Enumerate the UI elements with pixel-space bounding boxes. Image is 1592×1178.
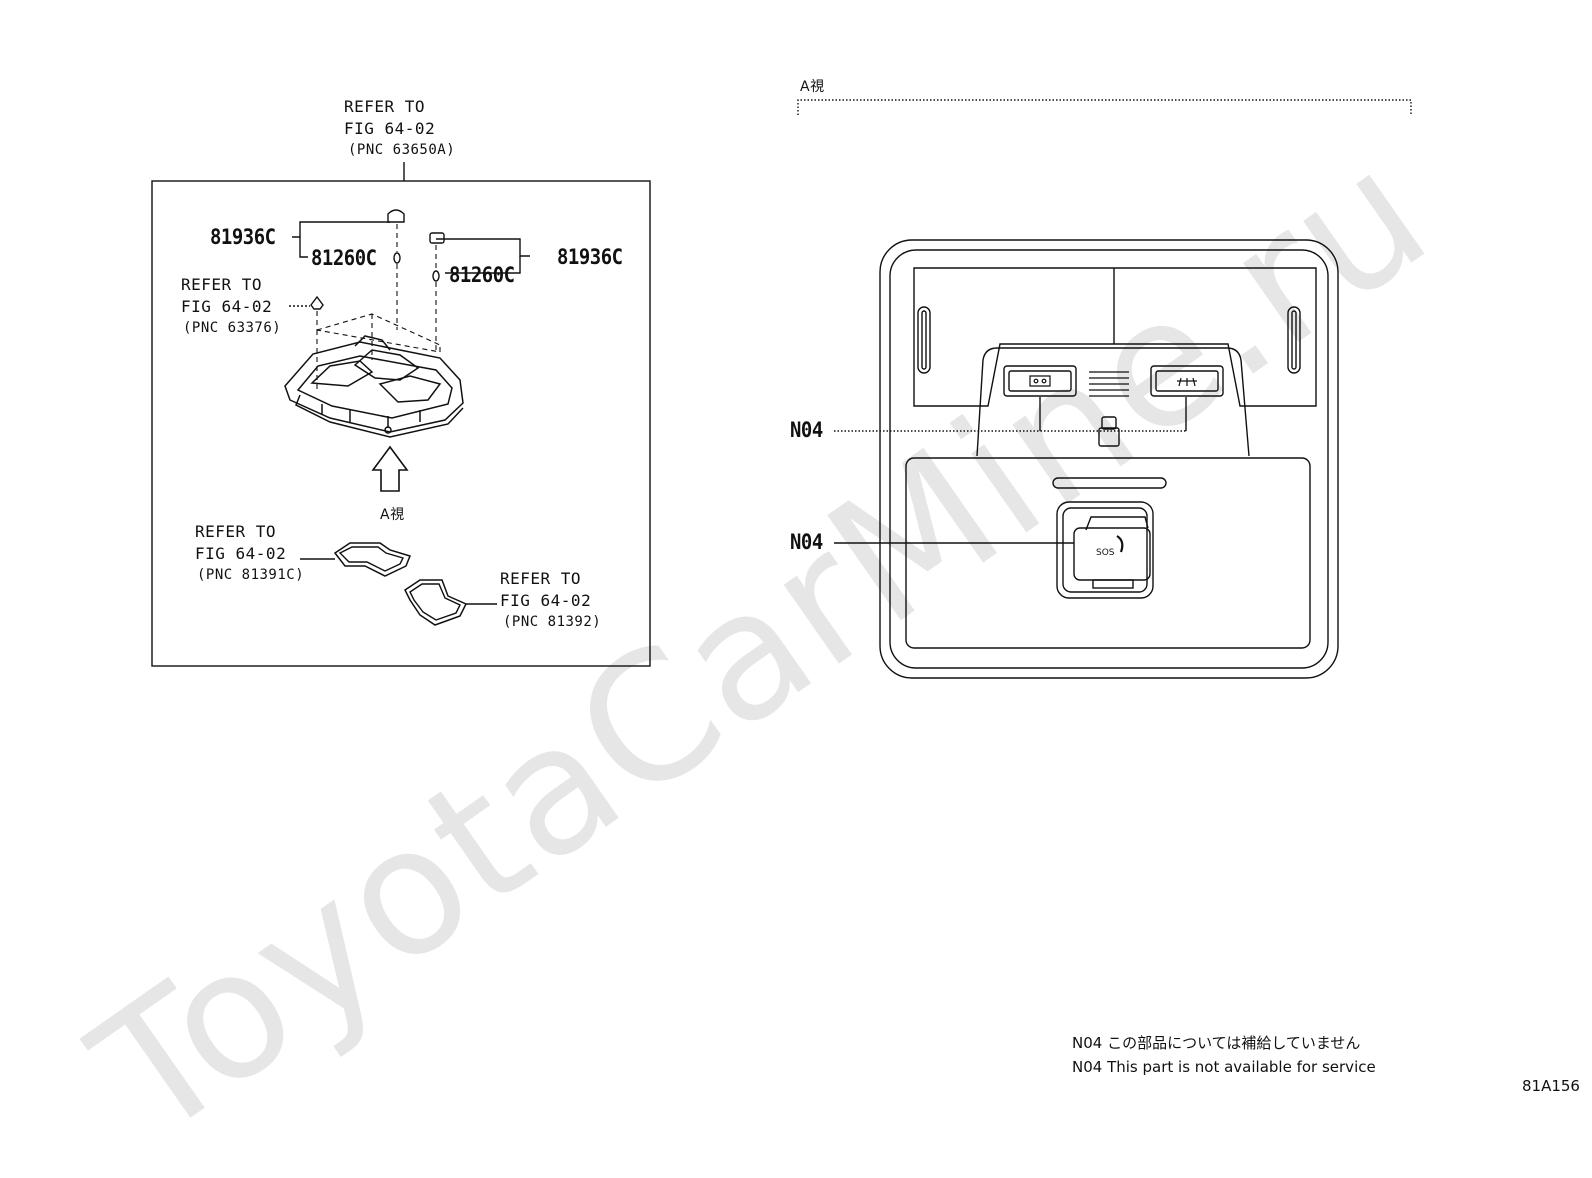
ref-81392-line1: REFER TO <box>500 569 582 588</box>
callout-n04-lower[interactable]: N04 <box>790 530 823 554</box>
ref-63376-line1: REFER TO <box>181 275 263 294</box>
ref-63376-pnc: (PNC 63376) <box>183 320 282 336</box>
switch-icons <box>1029 375 1197 553</box>
mic-grille <box>1089 371 1129 397</box>
part-81260c-left[interactable]: 81260C <box>311 246 377 270</box>
ref-63650a-line1: REFER TO <box>344 97 426 116</box>
gasket-81392 <box>404 579 468 626</box>
left-panel-frame <box>151 180 651 667</box>
ref-81392-pnc: (PNC 81392) <box>503 614 602 630</box>
switch-right <box>1150 365 1224 397</box>
console-outer <box>879 239 1339 679</box>
ref-81392-line2: FIG 64-02 <box>500 591 592 610</box>
lamp-lens <box>905 457 1311 649</box>
ref-81391c-line1: REFER TO <box>195 522 277 541</box>
callout-n04-upper[interactable]: N04 <box>790 418 823 442</box>
switch-left <box>1003 365 1077 397</box>
view-a-title: A視 <box>800 79 825 95</box>
ref-63376-line2: FIG 64-02 <box>181 297 273 316</box>
gasket-81391c <box>333 542 412 577</box>
sos-label: SOS <box>1096 548 1115 558</box>
diagram-lineart <box>151 99 1412 679</box>
dome-lamp-assembly <box>284 335 464 438</box>
ref-63650a-line2: FIG 64-02 <box>344 119 436 138</box>
part-81936c-right[interactable]: 81936C <box>557 245 623 269</box>
part-81260c-right[interactable]: 81260C <box>449 263 515 287</box>
figure-id: 81A156 <box>1522 1077 1580 1095</box>
view-arrow-label: A視 <box>380 507 405 523</box>
ref-81391c-pnc: (PNC 81391C) <box>197 567 305 583</box>
part-81936c-left[interactable]: 81936C <box>210 225 276 249</box>
clip-right <box>429 232 445 282</box>
footnote-en: N04 This part is not available for servi… <box>1072 1058 1376 1076</box>
view-arrow <box>371 445 409 492</box>
ref-63650a-pnc: (PNC 63650A) <box>348 142 456 158</box>
ref-81391c-line2: FIG 64-02 <box>195 544 287 563</box>
clip-left <box>387 209 405 264</box>
footnote-jp: N04 この部品については補給していません <box>1072 1034 1361 1052</box>
